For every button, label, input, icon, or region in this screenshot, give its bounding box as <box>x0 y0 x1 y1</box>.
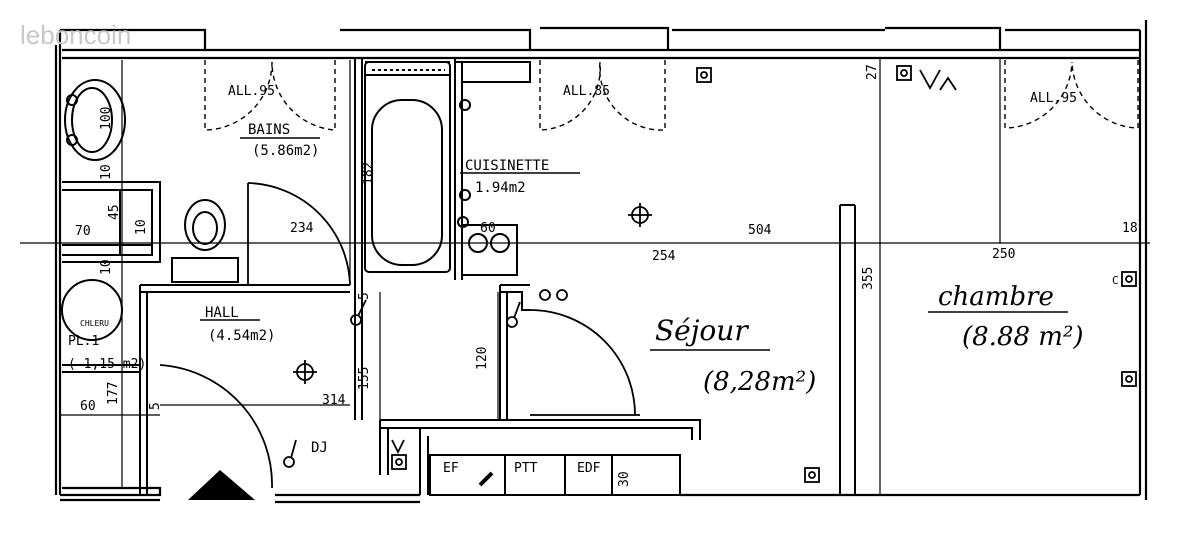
watermark: leboncoin <box>20 20 131 50</box>
switch-icon <box>391 439 405 455</box>
outer-walls <box>54 20 1148 504</box>
ef-valve-icon <box>478 471 494 487</box>
edf-label: EDF <box>577 461 601 476</box>
outlet-icon <box>391 454 407 470</box>
dimension-label: 504 <box>748 223 772 238</box>
dimension-label: 120 <box>475 347 490 370</box>
room-name: HALL <box>205 305 239 321</box>
boiler <box>61 279 123 341</box>
dimension-label: 60 <box>480 221 496 236</box>
room-name: Séjour <box>655 314 749 347</box>
dimension-label: 5 <box>357 292 372 300</box>
room-name: CUISINETTE <box>465 158 549 174</box>
window-label: ALL.95 <box>1030 91 1077 106</box>
ceiling-light-icon <box>293 360 317 384</box>
boiler-label: CHLERU <box>80 319 109 328</box>
ptt-label: PTT <box>514 461 538 476</box>
ceiling-light-icon <box>628 203 652 227</box>
dimension-label: 45 <box>107 204 122 220</box>
toilet <box>171 199 239 283</box>
dimension-label: 100 <box>99 107 114 130</box>
dimension-label: 355 <box>861 267 876 290</box>
windows <box>204 60 1139 131</box>
bathtub <box>364 61 451 273</box>
dimension-label: 234 <box>290 221 314 236</box>
room-area: (5.86m2) <box>252 143 319 159</box>
outlet-icon <box>896 65 912 81</box>
ef-label: EF <box>443 461 459 476</box>
outlet-icon <box>696 67 712 83</box>
room-area: (8,28m²) <box>703 367 816 397</box>
dimension-label: 30 <box>617 471 632 487</box>
dimension-label: 5 <box>148 402 163 410</box>
switch-icon <box>350 299 367 326</box>
dimension-label: 10 <box>99 164 114 180</box>
dimension-label: 27 <box>865 64 880 80</box>
switch-icon <box>283 439 297 468</box>
dimension-label: 177 <box>106 382 121 405</box>
dimension-label: 182 <box>361 162 376 185</box>
doors <box>159 182 640 489</box>
switch-icon <box>506 301 521 328</box>
dimension-label: 10 <box>134 219 149 235</box>
dimension-label: 155 <box>357 367 372 390</box>
room-name: PL.1 <box>68 334 99 349</box>
light-symbols <box>283 65 1137 483</box>
room-area: ( 1,15 m2) <box>68 357 146 372</box>
dimension-label: 10 <box>99 259 114 275</box>
dimension-label: 18 <box>1122 221 1138 236</box>
dimension-label: 70 <box>75 224 91 239</box>
window-label: ALL.85 <box>563 84 610 99</box>
room-area: (4.54m2) <box>208 328 275 344</box>
antenna-icon <box>919 69 957 91</box>
outlet-icon <box>804 467 820 483</box>
dimension-label: 254 <box>652 249 676 264</box>
room-name: BAINS <box>248 122 290 138</box>
outlet-icon <box>1121 271 1137 287</box>
room-name: chambre <box>938 282 1054 312</box>
interior-walls <box>62 58 856 496</box>
window-label: ALL.95 <box>228 84 275 99</box>
dimension-label: 250 <box>992 247 1015 262</box>
dimension-label: 60 <box>80 399 96 414</box>
washbasin <box>64 79 126 161</box>
outlet-label: C <box>1112 274 1119 287</box>
dj-label: DJ <box>311 440 328 456</box>
room-area: (8.88 m²) <box>962 322 1084 352</box>
entrance-arrow-icon <box>188 470 255 500</box>
dimension-lines <box>20 58 1150 495</box>
room-area: 1.94m2 <box>475 180 526 196</box>
dimension-label: 314 <box>322 393 346 408</box>
outlet-icon <box>1121 371 1137 387</box>
switch-icon <box>539 289 568 301</box>
